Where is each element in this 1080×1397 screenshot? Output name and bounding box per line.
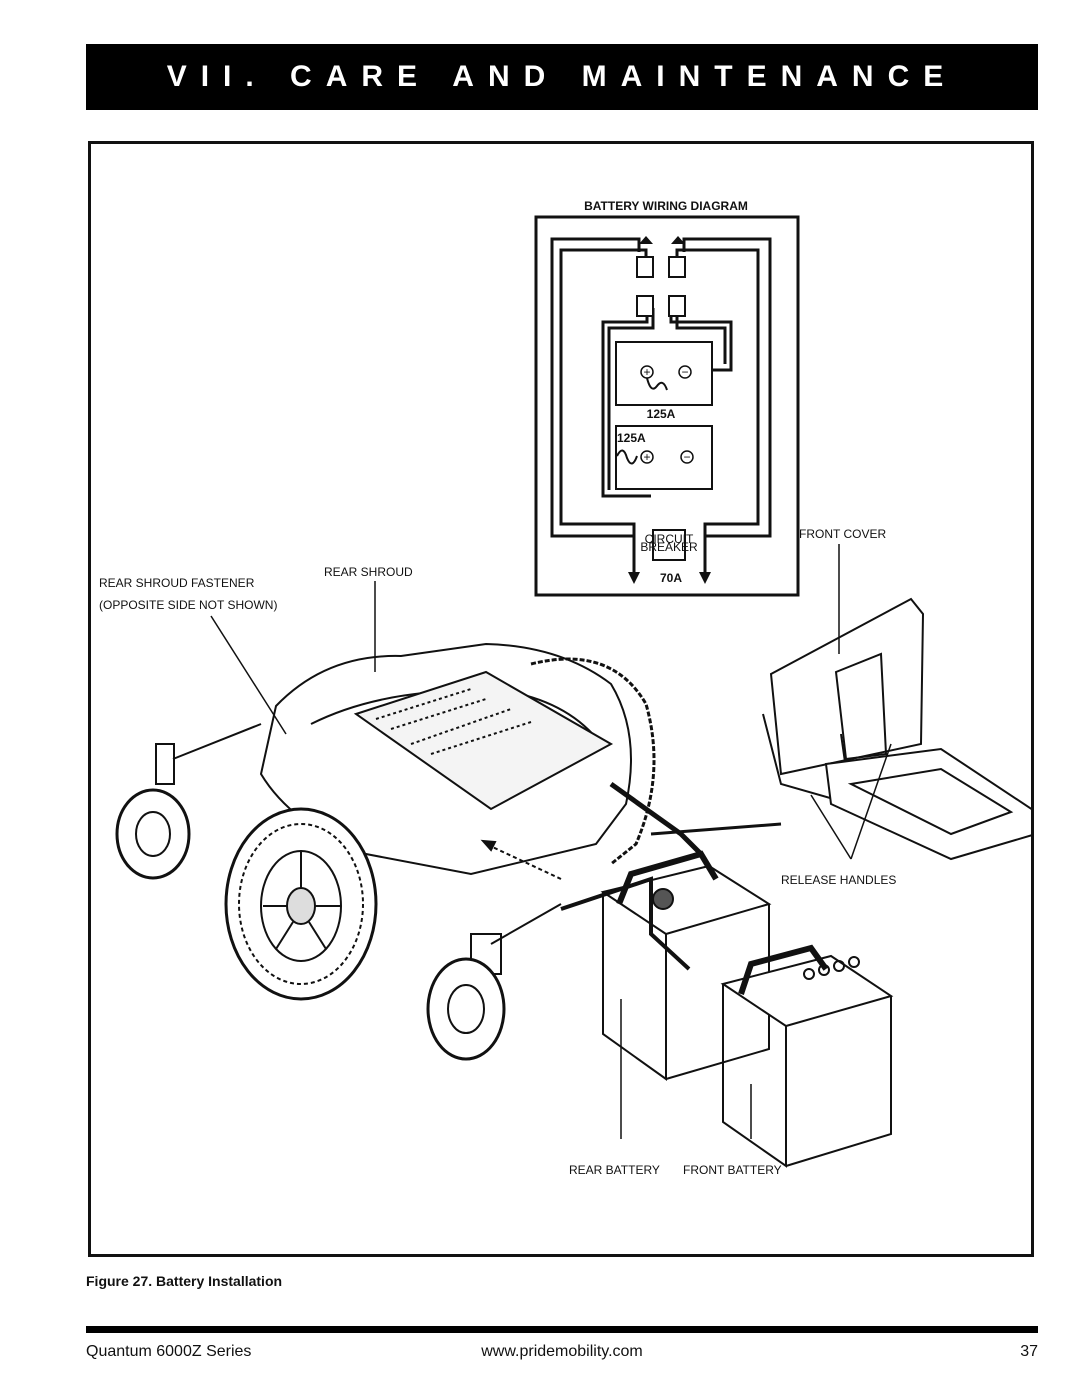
footer-product: Quantum 6000Z Series	[86, 1343, 252, 1360]
lower-minus-symbol: −	[683, 450, 690, 464]
release-handle-leader-1	[810, 794, 852, 860]
opposite-side-note: (OPPOSITE SIDE NOT SHOWN)	[99, 598, 277, 612]
rear-shroud-fastener-label: REAR SHROUD FASTENER	[99, 576, 255, 590]
battery-installation-illustration: BATTERY WIRING DIAGRAM	[99, 199, 1031, 1177]
breaker-line1: CIRCUIT	[645, 532, 694, 546]
wiring-diagram-title: BATTERY WIRING DIAGRAM	[584, 199, 748, 213]
batteries-drawing	[560, 781, 894, 1168]
rear-battery-label: REAR BATTERY	[569, 1163, 660, 1177]
upper-plus-symbol: +	[643, 365, 650, 379]
rear-shroud-fastener-leader	[210, 615, 287, 735]
footer-page-number: 37	[1020, 1343, 1038, 1360]
upper-fuse-label: 125A	[647, 407, 676, 421]
page-footer: Quantum 6000Z Series www.pridemobility.c…	[86, 1340, 1038, 1364]
footer-rule	[86, 1326, 1038, 1333]
footer-website: www.pridemobility.com	[481, 1343, 643, 1360]
front-cover-label: FRONT COVER	[799, 527, 886, 541]
callout-leaders	[210, 544, 892, 1139]
section-title: VII. CARE AND MAINTENANCE	[166, 60, 958, 93]
lower-plus-symbol: +	[643, 450, 650, 464]
breaker-line2: BREAKER	[640, 540, 698, 554]
rear-shroud-label: REAR SHROUD	[324, 565, 413, 579]
figure-caption: Figure 27. Battery Installation	[86, 1273, 283, 1289]
release-handles-label: RELEASE HANDLES	[781, 873, 896, 887]
release-handle-leader-2	[850, 743, 892, 860]
lower-fuse-label: 125A	[617, 431, 646, 445]
breaker-rating: 70A	[660, 571, 682, 585]
battery-wiring-diagram: BATTERY WIRING DIAGRAM	[534, 199, 800, 597]
upper-minus-symbol: −	[681, 365, 688, 379]
figure-frame: BATTERY WIRING DIAGRAM	[88, 141, 1034, 1257]
circuit-breaker	[652, 529, 686, 561]
front-cover-drawing	[762, 597, 1031, 861]
section-header: VII. CARE AND MAINTENANCE	[86, 44, 1038, 110]
front-battery-label: FRONT BATTERY	[683, 1163, 782, 1177]
power-base-drawing	[115, 642, 656, 1061]
